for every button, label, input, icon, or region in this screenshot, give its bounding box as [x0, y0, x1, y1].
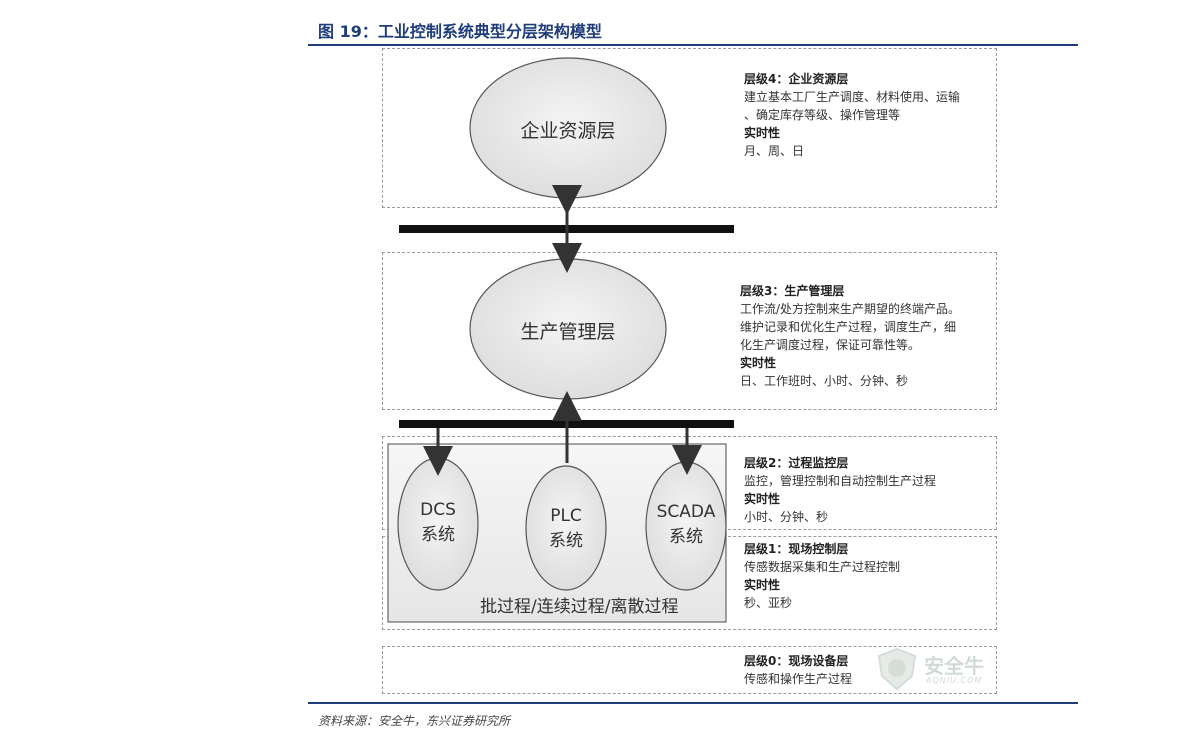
layer4-desc-line: 、确定库存等级、操作管理等: [744, 108, 901, 122]
layer0-desc: 层级0：现场设备层 传感和操作生产过程: [744, 652, 852, 688]
layer2-desc-line: 监控，管理控制和自动控制生产过程: [744, 474, 937, 488]
layer3-desc-line: 维护记录和优化生产过程，调度生产，细: [740, 320, 957, 334]
top-rule: [308, 44, 1078, 46]
layer3-rt-heading: 实时性: [740, 356, 777, 370]
node-scada-label: SCADA 系统: [646, 500, 726, 550]
layer3-heading: 层级3：生产管理层: [740, 284, 845, 298]
layer0-box: [382, 646, 997, 694]
scada-name: SCADA: [656, 502, 716, 522]
layer0-desc-line: 传感和操作生产过程: [744, 672, 853, 686]
plc-sub: 系统: [549, 531, 583, 551]
watermark-logo: 安全牛 AQNIU.COM: [874, 646, 1004, 694]
shield-icon: [877, 647, 917, 691]
source-note: 资料来源：安全牛，东兴证券研究所: [318, 714, 511, 728]
layer4-heading: 层级4：企业资源层: [744, 72, 849, 86]
scada-sub: 系统: [669, 527, 703, 547]
node-plc-label: PLC 系统: [526, 504, 606, 554]
layer3-desc: 层级3：生产管理层 工作流/处方控制来生产期望的终端产品。 维护记录和优化生产过…: [740, 282, 960, 390]
layer2-desc: 层级2：过程监控层 监控，管理控制和自动控制生产过程 实时性 小时、分钟、秒: [744, 454, 936, 526]
layer1-desc: 层级1：现场控制层 传感数据采集和生产过程控制 实时性 秒、亚秒: [744, 540, 900, 612]
node-erp-label: 企业资源层: [520, 120, 616, 142]
dcs-name: DCS: [420, 500, 456, 520]
layer3-rt-value: 日、工作班时、小时、分钟、秒: [740, 374, 909, 388]
layer0-heading: 层级0：现场设备层: [744, 654, 849, 668]
layer4-desc-line: 建立基本工厂生产调度、材料使用、运输: [744, 90, 961, 104]
watermark-text: 安全牛: [924, 654, 984, 678]
layer3-desc-line: 化生产调度过程，保证可靠性等。: [740, 338, 921, 352]
watermark-subtext: AQNIU.COM: [926, 676, 983, 685]
layer3-desc-line: 工作流/处方控制来生产期望的终端产品。: [740, 302, 961, 316]
layer2-heading: 层级2：过程监控层: [744, 456, 849, 470]
plc-name: PLC: [550, 506, 582, 526]
bottom-rule: [308, 702, 1078, 704]
layer2-rt-heading: 实时性: [744, 492, 781, 506]
layer1-desc-line: 传感数据采集和生产过程控制: [744, 560, 901, 574]
figure-title: 图 19：工业控制系统典型分层架构模型: [318, 22, 602, 41]
process-label: 批过程/连续过程/离散过程: [480, 597, 679, 617]
layer2-rt-value: 小时、分钟、秒: [744, 510, 829, 524]
node-mes-label: 生产管理层: [520, 321, 616, 343]
layer4-rt-value: 月、周、日: [744, 144, 805, 158]
layer1-heading: 层级1：现场控制层: [744, 542, 849, 556]
layer1-rt-heading: 实时性: [744, 578, 781, 592]
layer4-box: [382, 48, 997, 208]
dcs-sub: 系统: [421, 525, 455, 545]
node-plc-shape: [525, 465, 607, 591]
layer4-rt-heading: 实时性: [744, 126, 781, 140]
layer1-rt-value: 秒、亚秒: [744, 596, 793, 610]
layer4-desc: 层级4：企业资源层 建立基本工厂生产调度、材料使用、运输 、确定库存等级、操作管…: [744, 70, 960, 160]
layer3-box: [382, 252, 997, 410]
node-dcs-label: DCS 系统: [398, 498, 478, 548]
